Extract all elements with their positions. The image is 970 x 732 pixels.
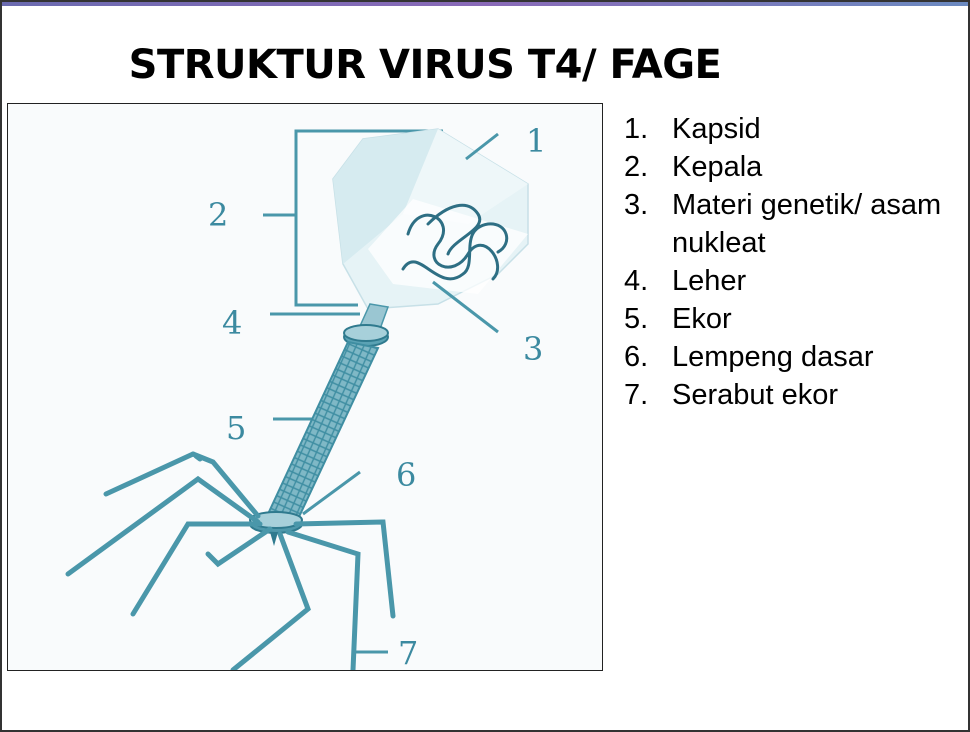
legend-number: 5. (624, 303, 649, 335)
label-6: 6 (396, 456, 416, 494)
label-2: 2 (208, 196, 228, 234)
legend-text: Kepala (672, 151, 763, 183)
legend-item: 6. Lempeng dasar (624, 338, 964, 376)
legend-item: 7. Serabut ekor (624, 376, 964, 414)
legend-item: 5. Ekor (624, 300, 964, 338)
legend-number: 2. (624, 151, 649, 183)
structure-legend: 1. Kapsid 2. Kepala 3. Materi genetik/ asam… (624, 110, 964, 414)
neck (343, 303, 390, 347)
head-bracket (263, 129, 443, 307)
virus-diagram: 1 2 3 4 5 6 7 (7, 103, 603, 671)
legend-number: 7. (624, 379, 649, 411)
diagram-labels: 1 2 3 4 5 6 7 (208, 122, 546, 670)
phage-illustration: 1 2 3 4 5 6 7 (65, 122, 546, 670)
legend-text: Lempeng dasar (672, 341, 874, 373)
legend-item: 3. Materi genetik/ asam nukleat (624, 186, 964, 262)
legend-item: 2. Kepala (624, 148, 964, 186)
label-5: 5 (226, 409, 246, 447)
label-4: 4 (222, 304, 242, 342)
slide-title: STRUKTUR VIRUS T4/ FAGE (128, 42, 722, 88)
base-plate (249, 511, 303, 546)
label-7: 7 (398, 634, 418, 670)
leader-line-6 (302, 470, 361, 516)
leader-line-3 (432, 280, 499, 334)
legend-number: 1. (624, 113, 649, 145)
legend-number: 3. (624, 189, 649, 221)
legend-text: Ekor (672, 303, 732, 335)
tail-fibers (65, 451, 396, 670)
slide-top-bar (2, 2, 968, 6)
legend-number: 6. (624, 341, 649, 373)
capsid (332, 128, 529, 310)
label-1: 1 (526, 122, 546, 160)
legend-text: Leher (672, 265, 747, 297)
label-3: 3 (523, 330, 543, 368)
tail-sheath (266, 340, 380, 521)
legend-text: Materi genetik/ asam nukleat (672, 189, 942, 259)
legend-number: 4. (624, 265, 649, 297)
leader-line-1 (465, 132, 499, 161)
legend-text: Serabut ekor (672, 379, 839, 411)
legend-text: Kapsid (672, 113, 761, 145)
legend-item: 1. Kapsid (624, 110, 964, 148)
legend-item: 4. Leher (624, 262, 964, 300)
